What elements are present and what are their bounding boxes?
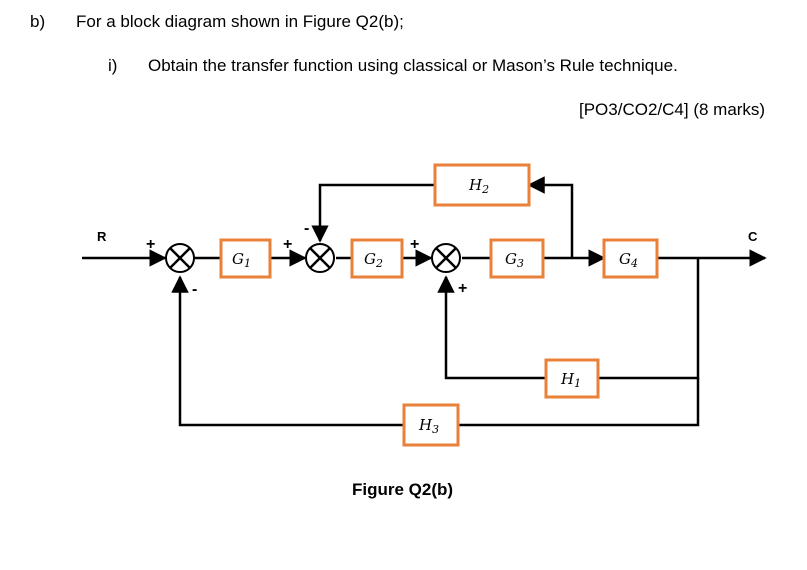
svg-text:G4: G4 [619,250,638,270]
block-g2: G2 [350,238,404,279]
wire-h2-to-sum2 [311,183,435,243]
sum1-minus-sign: - [192,281,197,298]
wire-h1-to-sum3 [437,275,546,380]
block-h1: H1 [544,358,600,399]
svg-text:H2: H2 [468,176,489,196]
sum2-plus-sign: + [283,236,292,253]
block-g1: G1 [219,238,272,279]
block-g4: G4 [602,238,659,279]
svg-text:G2: G2 [364,250,383,270]
sum3-plus-bottom-sign: + [458,280,467,297]
sum3-plus-left-sign: + [410,236,419,253]
marks-allocation: [PO3/CO2/C4] (8 marks) [579,100,766,119]
block-g3: G3 [489,238,545,279]
subquestion-text: Obtain the transfer function using class… [148,56,678,75]
svg-text:H1: H1 [560,370,581,390]
input-label: R [97,229,107,244]
block-h3: H3 [402,403,460,447]
sum1-plus-sign: + [146,236,155,253]
svg-text:H3: H3 [418,416,439,436]
figure-caption: Figure Q2(b) [352,480,454,499]
wire-h3-to-sum1 [171,275,404,427]
summing-junction-1 [165,243,195,273]
svg-text:G1: G1 [232,250,251,270]
output-label: C [748,229,758,244]
summing-junction-3 [431,243,461,273]
wire-h3-pickoff [458,378,700,427]
block-h2: H2 [433,163,531,207]
svg-text:G3: G3 [505,250,524,270]
sum2-minus-sign: - [304,220,309,237]
wire-h2-pickoff [527,176,574,258]
subquestion-label: i) [108,56,118,75]
question-text: For a block diagram shown in Figure Q2(b… [76,12,404,31]
summing-junction-2 [305,243,335,273]
question-label: b) [30,12,46,31]
